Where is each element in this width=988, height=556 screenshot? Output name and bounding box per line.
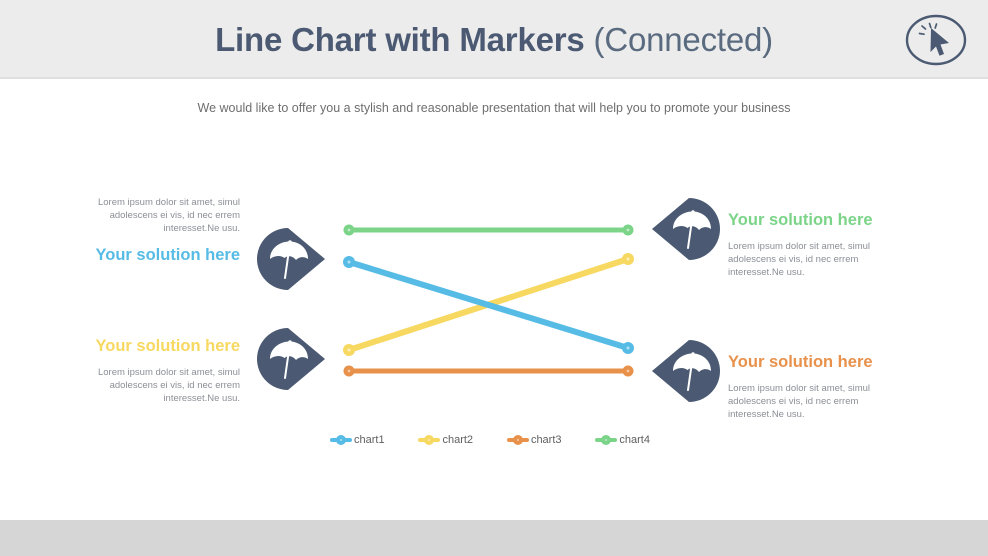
callout-right-top-heading: Your solution here [728,211,873,229]
series-chart1 [343,256,634,354]
legend-label-chart4: chart4 [619,434,650,446]
legend-swatch-chart1 [330,435,352,445]
callout-right-top[interactable]: Your solution here Lorem ipsum dolor sit… [648,196,908,292]
callout-right-top-body: Lorem ipsum dolor sit amet, simul adoles… [728,241,871,278]
beach-umbrella-icon[interactable] [257,328,329,390]
footer-band [0,520,988,556]
page-title-light: (Connected) [593,21,774,58]
legend-item-chart2[interactable]: chart2 [418,434,473,446]
header-bar: Line Chart with Markers (Connected) [0,0,988,79]
callout-left-top-body: Lorem ipsum dolor sit amet, simul adoles… [97,197,240,234]
callout-right-bottom[interactable]: Your solution here Lorem ipsum dolor sit… [648,338,908,434]
callout-left-bottom[interactable]: Your solution here Lorem ipsum dolor sit… [80,328,330,410]
series-chart3 [343,365,634,377]
legend-swatch-chart4 [595,435,618,445]
page-title-bold: Line Chart with Markers [215,21,585,58]
callout-left-top-heading: Your solution here [95,246,240,264]
legend-item-chart4[interactable]: chart4 [595,434,650,446]
callout-left-bottom-heading: Your solution here [95,337,240,355]
legend-label-chart2: chart2 [442,434,474,446]
beach-umbrella-icon[interactable] [648,198,720,260]
legend-label-chart3: chart3 [530,434,562,446]
callout-left-bottom-body: Lorem ipsum dolor sit amet, simul adoles… [97,367,240,404]
legend-item-chart3[interactable]: chart3 [506,434,562,446]
legend-label-chart1: chart1 [354,434,385,446]
subtitle-text: We would like to offer you a stylish and… [197,101,791,115]
beach-umbrella-icon[interactable] [257,228,329,290]
legend-item-chart1[interactable]: chart1 [330,434,385,446]
cursor-click-icon[interactable] [902,12,970,68]
callout-right-bottom-heading: Your solution here [728,353,873,371]
page-title: Line Chart with Markers (Connected) [0,0,988,79]
legend-swatch-chart2 [418,435,441,445]
chart-legend: chart1 chart2 chart3 chart4 [330,430,650,450]
beach-umbrella-icon[interactable] [648,340,720,402]
callout-left-top[interactable]: Lorem ipsum dolor sit amet, simul adoles… [80,196,330,290]
series-chart4 [343,224,634,236]
callout-right-bottom-body: Lorem ipsum dolor sit amet, simul adoles… [728,383,871,420]
legend-swatch-chart3 [506,435,529,445]
line-chart-plot [330,205,650,395]
